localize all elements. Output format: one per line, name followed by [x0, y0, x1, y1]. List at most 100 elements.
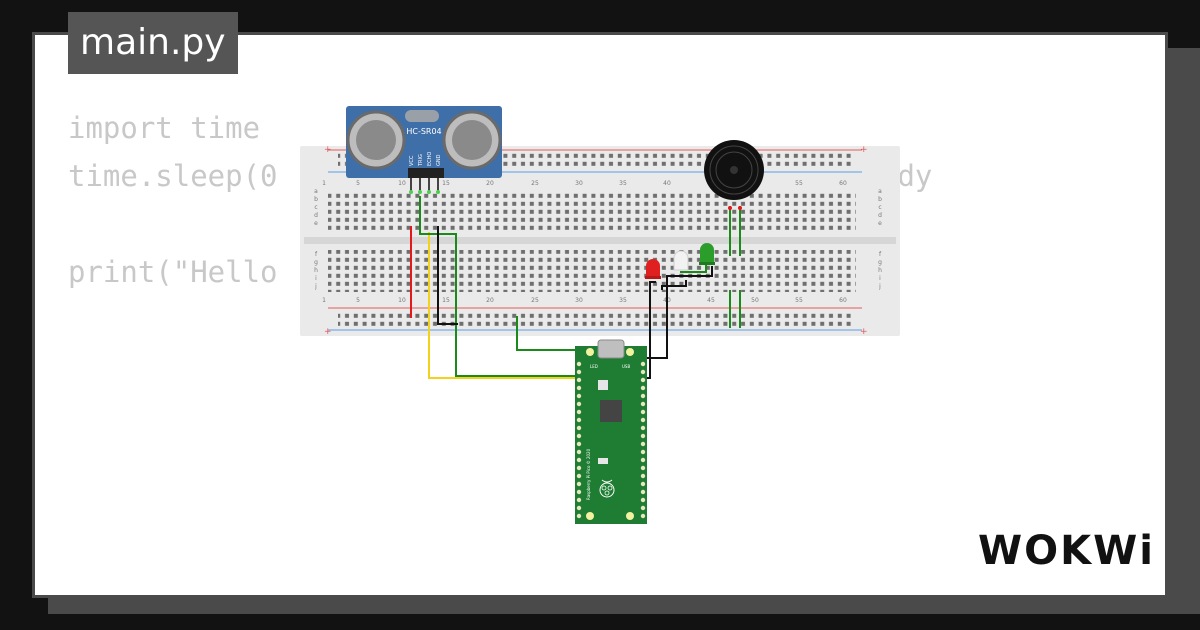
column-number-top: 35 — [619, 180, 627, 187]
column-number-top: 30 — [575, 180, 583, 187]
column-number-bottom: 20 — [486, 297, 494, 304]
column-number-top: 55 — [795, 180, 803, 187]
pico-pin — [576, 497, 582, 503]
pico-pin — [640, 505, 646, 511]
column-number-bottom: 25 — [531, 297, 539, 304]
pico-pin — [640, 425, 646, 431]
row-letter-left: g — [314, 259, 318, 266]
pico-pin — [640, 385, 646, 391]
row-letter-left: d — [314, 212, 318, 219]
ultrasonic-sensor: HC-SR04 VCC TRIG ECHO GND — [346, 106, 502, 194]
column-number-bottom: 5 — [356, 297, 360, 304]
pico-pin — [576, 441, 582, 447]
pico-pin — [640, 465, 646, 471]
pico-pin — [640, 457, 646, 463]
column-number-bottom: 30 — [575, 297, 583, 304]
row-letter-right: b — [878, 196, 882, 203]
wire-green-pico — [516, 316, 584, 351]
pico-pin — [576, 409, 582, 415]
pico-pin — [640, 489, 646, 495]
code-preview: import time time.sleep(0 print("Hello — [68, 104, 278, 296]
row-letter-left: h — [314, 267, 318, 274]
svg-text:+: + — [860, 327, 868, 337]
column-number-top: 25 — [531, 180, 539, 187]
column-number-top: 40 — [663, 180, 671, 187]
pico-pin — [576, 417, 582, 423]
sensor-pin-echo: ECHO — [427, 152, 433, 166]
pico-usb-label: USB — [622, 364, 630, 369]
pico-pin — [576, 513, 582, 519]
pico-pin — [576, 457, 582, 463]
wires — [410, 196, 741, 379]
led-red — [645, 259, 661, 279]
row-letter-left: b — [314, 196, 318, 203]
column-number-bottom: 55 — [795, 297, 803, 304]
column-number-top: 1 — [322, 180, 326, 187]
buzzer — [704, 140, 764, 210]
column-number-top: 10 — [398, 180, 406, 187]
filename-tab[interactable]: main.py — [68, 12, 238, 74]
pico-pin — [576, 425, 582, 431]
pico-side-text: Raspberry Pi Pico © 2020 — [586, 448, 591, 500]
raspberry-logo-icon — [599, 479, 615, 498]
pico-pin — [576, 433, 582, 439]
led-green — [699, 243, 715, 265]
pico-pin — [640, 401, 646, 407]
pico-pin — [640, 361, 646, 367]
pico-pin — [640, 369, 646, 375]
pico-pin — [576, 385, 582, 391]
pico-pin — [640, 497, 646, 503]
wokwi-logo: WOKWi — [978, 528, 1155, 574]
sensor-model-label: HC-SR04 — [406, 127, 441, 136]
column-number-bottom: 10 — [398, 297, 406, 304]
row-letter-right: i — [879, 275, 881, 282]
led-white — [673, 250, 689, 271]
row-letter-left: a — [314, 188, 318, 195]
row-letter-right: d — [878, 212, 882, 219]
pico-pins — [576, 361, 646, 519]
column-number-top: 20 — [486, 180, 494, 187]
pico-pin — [576, 489, 582, 495]
column-number-top: 5 — [356, 180, 360, 187]
column-number-bottom: 1 — [322, 297, 326, 304]
pico-pin — [640, 417, 646, 423]
wire-black-gnd — [437, 226, 458, 325]
svg-text:+: + — [324, 327, 332, 337]
svg-text:+: + — [860, 145, 868, 155]
row-letter-right: h — [878, 267, 882, 274]
pico-pin — [640, 449, 646, 455]
column-number-top: 15 — [442, 180, 450, 187]
column-number-bottom: 35 — [619, 297, 627, 304]
column-number-bottom: 60 — [839, 297, 847, 304]
code-line-4: print("Hello — [68, 255, 278, 289]
pico-pin — [640, 377, 646, 383]
pico-led-label: LED — [590, 364, 598, 369]
pico-pin — [640, 473, 646, 479]
row-letter-right: a — [878, 188, 882, 195]
svg-text:+: + — [324, 145, 332, 155]
wire-black-led3 — [640, 266, 713, 359]
row-letter-right: e — [878, 220, 882, 227]
pico-pin — [576, 377, 582, 383]
pico-pin — [576, 361, 582, 367]
pico-pin — [576, 465, 582, 471]
pico-pin — [576, 505, 582, 511]
sensor-pin-gnd: GND — [436, 154, 442, 166]
pico-pin — [576, 393, 582, 399]
column-number-bottom: 50 — [751, 297, 759, 304]
wire-black-led2 — [661, 280, 687, 290]
row-letter-right: j — [878, 283, 881, 290]
pico-pin — [640, 441, 646, 447]
row-letter-right: g — [878, 259, 882, 266]
pico-pin — [640, 513, 646, 519]
row-letter-left: f — [315, 251, 318, 258]
pico-pin — [640, 409, 646, 415]
pico-pin — [640, 393, 646, 399]
wire-green-echo — [419, 196, 640, 377]
row-letter-right: f — [879, 251, 882, 258]
row-letter-left: c — [314, 204, 317, 211]
column-number-bottom: 45 — [707, 297, 715, 304]
column-number-top: 60 — [839, 180, 847, 187]
